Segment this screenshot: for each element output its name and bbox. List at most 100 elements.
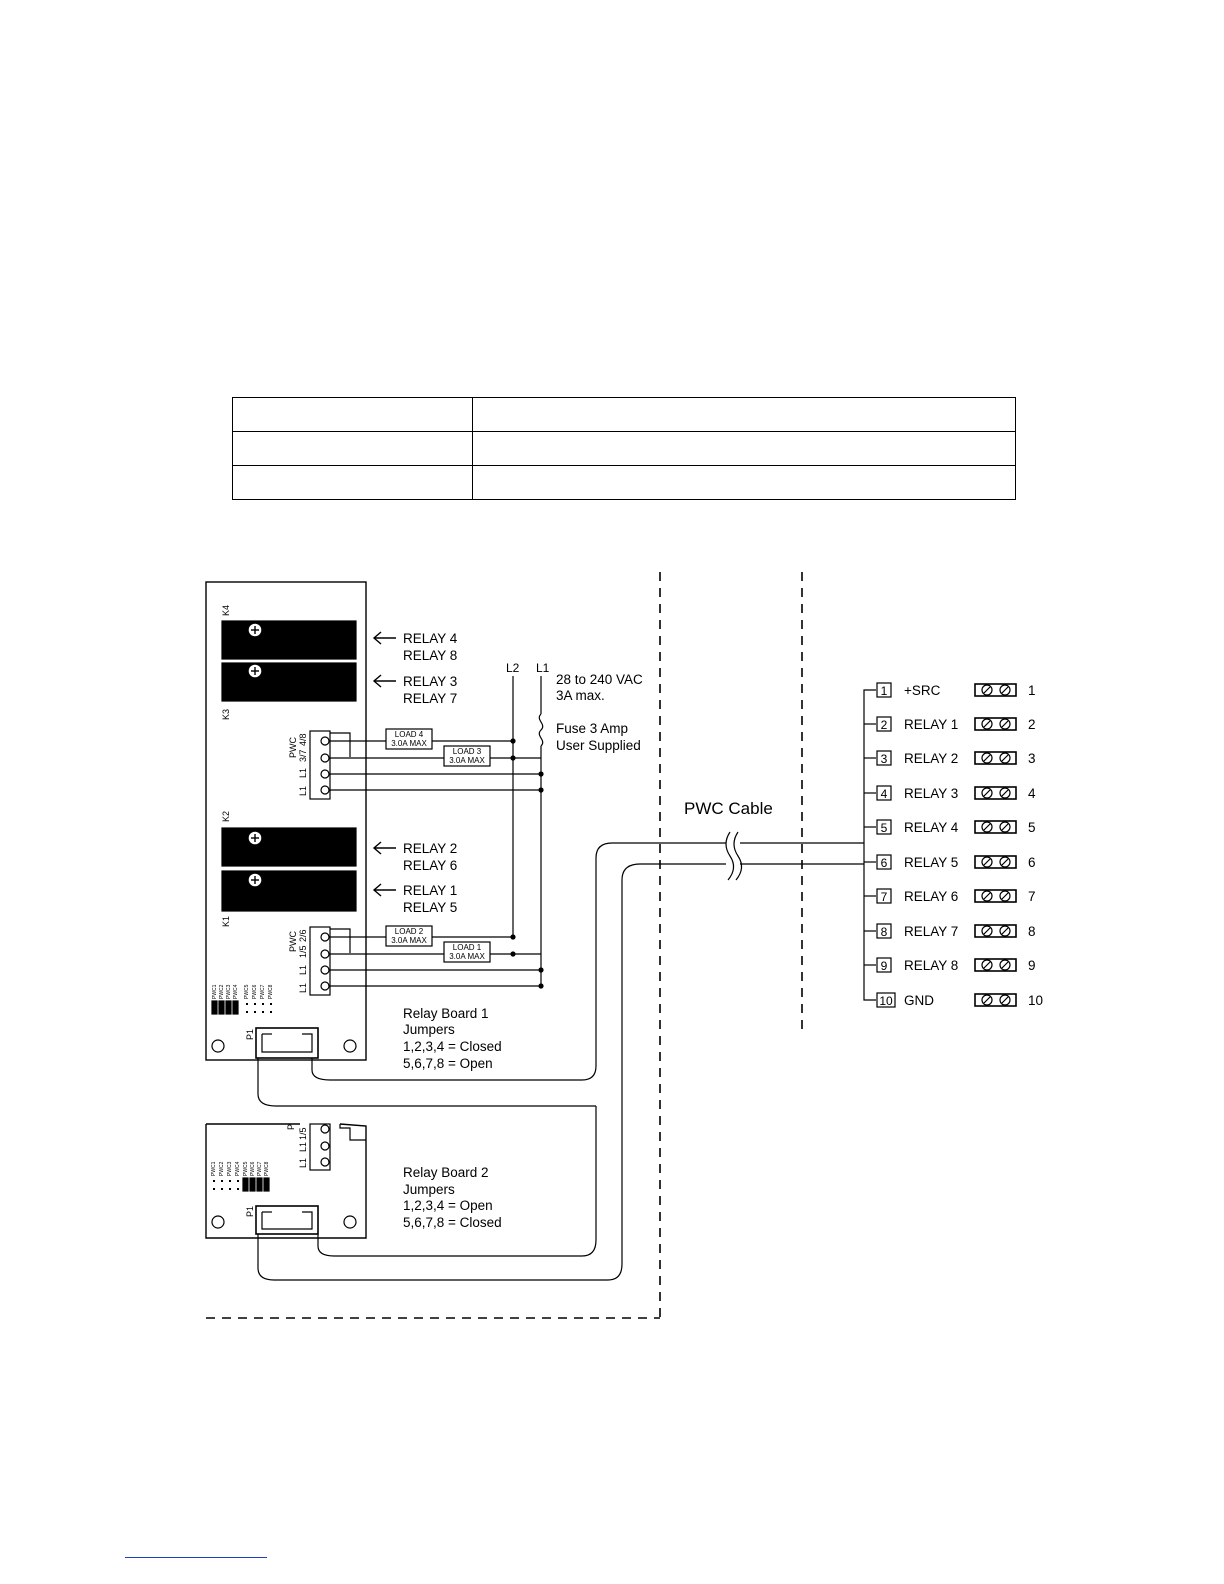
- screw-slot: [1001, 858, 1009, 866]
- screw-icon: [999, 925, 1011, 937]
- load-1-rating: 3.0A MAX: [449, 952, 485, 961]
- terminal-label: GND: [904, 993, 934, 1008]
- jumper-label: PWC6: [250, 1161, 256, 1176]
- screw-icon: [999, 787, 1011, 799]
- relay-block-k2: [221, 827, 357, 867]
- terminal-right-number: 3: [1028, 751, 1036, 766]
- relay-arrow-label: RELAY 4: [403, 631, 458, 646]
- terminal-right-number: 10: [1028, 993, 1043, 1008]
- board-1-open: 5,6,7,8 = Open: [403, 1056, 493, 1071]
- relay-board-1: [205, 581, 367, 1061]
- screw-icon: [981, 718, 993, 730]
- terminal-label-2-6: 2/6: [298, 929, 308, 942]
- screw-slot: [983, 996, 991, 1004]
- screw-icon: [999, 821, 1011, 833]
- jumper-label: PWC4: [233, 984, 239, 999]
- jumper-label: PWC5: [244, 984, 250, 999]
- terminal-label-l1: L1: [298, 786, 308, 796]
- relay-board-2: [205, 1123, 367, 1239]
- screw-slot: [1001, 927, 1009, 935]
- screw-slot: [983, 927, 991, 935]
- terminal-number-box: [876, 682, 892, 698]
- screw-icon: [981, 890, 993, 902]
- screw-slot: [1001, 720, 1009, 728]
- relay-arrow-label: RELAY 6: [403, 858, 457, 873]
- board-2-closed: 5,6,7,8 = Closed: [403, 1215, 502, 1230]
- board-2-open: 1,2,3,4 = Open: [403, 1198, 493, 1213]
- screw-icon: [981, 925, 993, 937]
- terminal-screws: [974, 683, 1017, 1007]
- screw-slot: [983, 823, 991, 831]
- terminal-label-l1: L1: [298, 768, 308, 778]
- supply-current: 3A max.: [556, 688, 605, 703]
- load-2-name: LOAD 2: [395, 927, 424, 936]
- screw-slot: [983, 892, 991, 900]
- screw-icon: [981, 994, 993, 1006]
- terminal-label: RELAY 6: [904, 889, 958, 904]
- relay-block-k1: [221, 870, 357, 912]
- jumper-label: PWC2: [219, 1161, 225, 1176]
- terminal-right-number: 6: [1028, 855, 1036, 870]
- footer-link-underline: [125, 1557, 267, 1558]
- board-1-jumpers-title: Jumpers: [403, 1022, 455, 1037]
- board-2-jumpers-title: Jumpers: [403, 1182, 455, 1197]
- terminal-number: 5: [881, 821, 888, 835]
- blank-table: [232, 397, 1016, 500]
- relay-arrow-label: RELAY 7: [403, 691, 457, 706]
- relay-arrow-label: RELAY 5: [403, 900, 457, 915]
- screw-icon: [999, 994, 1011, 1006]
- terminal-number-box: [876, 923, 892, 939]
- load-wiring: [330, 676, 544, 989]
- pwc-label-lower: PWC: [288, 931, 298, 952]
- terminal-block-upper: [309, 730, 351, 800]
- screw-housing: [974, 683, 1017, 697]
- p1-connector-board-2: [211, 1205, 357, 1235]
- screw-slot: [983, 686, 991, 694]
- screw-icon: [999, 752, 1011, 764]
- jumper-label: PWC1: [212, 984, 218, 999]
- jumper-label: PWC7: [260, 984, 266, 999]
- terminal-label: RELAY 5: [904, 855, 958, 870]
- pwc-cable-label: PWC Cable: [684, 799, 773, 818]
- terminal-label-l1: L1: [298, 1158, 308, 1168]
- terminal-number: 8: [881, 925, 888, 939]
- terminal-label-4-8: 4/8: [298, 733, 308, 746]
- k3-label: K3: [221, 709, 231, 720]
- table-row: [232, 465, 1016, 500]
- relay-arrow-label: RELAY 3: [403, 674, 457, 689]
- terminal-number-box: [876, 854, 892, 870]
- jumper-label: PWC2: [219, 984, 225, 999]
- terminal-number: 2: [881, 718, 888, 732]
- fuse-note: User Supplied: [556, 738, 641, 753]
- screw-icon: [981, 821, 993, 833]
- screw-housing: [974, 958, 1017, 972]
- jumper-label: PWC5: [243, 1161, 249, 1176]
- screw-slot: [1001, 892, 1009, 900]
- terminal-number-box: [876, 992, 896, 1008]
- load-boxes: [385, 728, 491, 963]
- screw-housing: [974, 924, 1017, 938]
- terminal-number: 10: [879, 994, 893, 1008]
- terminal-label-1-5: 1/5: [298, 1127, 308, 1140]
- jumper-label: PWC6: [252, 984, 258, 999]
- screw-icon: [981, 684, 993, 696]
- terminal-label-1-5: 1/5: [298, 945, 308, 958]
- terminal-label: RELAY 7: [904, 924, 958, 939]
- terminal-right-number: 7: [1028, 889, 1036, 904]
- screw-housing: [974, 993, 1017, 1007]
- terminal-right-number: 9: [1028, 958, 1036, 973]
- jumper-header-board-2: [213, 1177, 270, 1192]
- relay-arrow-label: RELAY 1: [403, 883, 457, 898]
- l2-label: L2: [506, 661, 520, 675]
- terminal-number-box: [876, 750, 892, 766]
- screw-slot: [1001, 686, 1009, 694]
- terminal-right-number: 4: [1028, 786, 1036, 801]
- k2-label: K2: [221, 811, 231, 822]
- terminal-number: 7: [881, 890, 888, 904]
- p-label: P: [286, 1124, 296, 1130]
- screw-slot: [983, 720, 991, 728]
- terminal-block-lower: [309, 926, 351, 996]
- relay-arrow-label: RELAY 8: [403, 648, 457, 663]
- terminal-label: RELAY 4: [904, 820, 959, 835]
